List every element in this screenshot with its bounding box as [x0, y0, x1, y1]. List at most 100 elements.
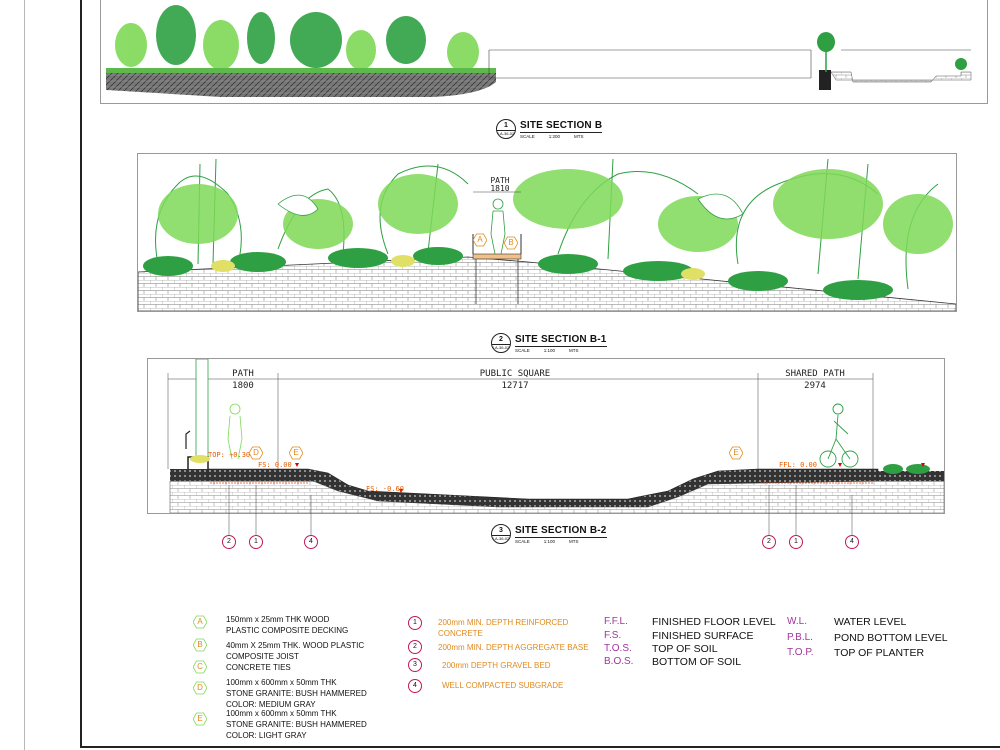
site-section-b2-drawing: [167, 359, 944, 513]
legend-key-label: E: [197, 714, 203, 723]
abbr-top: T.O.P.: [787, 647, 814, 658]
level-fs-path: FS: 0.00: [258, 461, 292, 469]
section-bubble: 1 LA-36-02: [496, 119, 516, 139]
layer-callout: 2: [222, 535, 236, 549]
level-top-planter: TOP: +0.30: [208, 451, 251, 459]
shrubs: [143, 247, 893, 300]
legend-layer-key: 2: [408, 640, 422, 654]
b1-marker-a-label: A: [477, 235, 483, 244]
section-name: SITE SECTION B-1: [515, 333, 607, 347]
b2-marker-d-label: D: [253, 448, 259, 457]
legend-key-d: D: [193, 681, 207, 695]
legend-line: 100mm x 600mm x 50mm THK: [226, 709, 337, 718]
abbr-wl: W.L.: [787, 616, 808, 627]
yellow-shrubs: [211, 255, 705, 280]
level-ffl-shared: FFL: 0.00: [779, 461, 817, 469]
section-ref: LA-36-02: [492, 535, 510, 541]
b1-marker-a: A: [473, 233, 487, 247]
abbr-tos-def: TOP OF SOIL: [652, 643, 718, 655]
legend-key-c: C: [193, 660, 207, 674]
legend-key-label: B: [197, 640, 203, 649]
layer-callout: 4: [304, 535, 318, 549]
drawing-border-left: [80, 0, 82, 748]
section-ref: LA-36-02: [492, 344, 510, 350]
b2-dim-value-square: 12717: [501, 381, 529, 391]
legend-text-d: 100mm x 600mm x 50mm THK STONE GRANITE: …: [226, 677, 367, 710]
legend-line: CONCRETE: [438, 629, 483, 638]
section-number: 2: [499, 336, 503, 343]
section-bubble: 2 LA-36-02: [491, 333, 511, 353]
scale-units: MTS: [569, 347, 579, 353]
abbr-pbl-def: POND BOTTOM LEVEL: [834, 632, 948, 644]
abbr-ffl-def: FINISHED FLOOR LEVEL: [652, 616, 776, 628]
legend-layer-text-4: WELL COMPACTED SUBGRADE: [442, 680, 563, 691]
abbr-pbl: P.B.L.: [787, 632, 813, 643]
abbr-fs: F.S.: [604, 630, 622, 641]
site-section-b-drawing: [106, 5, 972, 97]
legend-key-label: C: [197, 662, 203, 671]
section-number: 1: [504, 122, 508, 129]
legend-line: 200mm MIN. DEPTH REINFORCED: [438, 618, 569, 627]
person-figure: [490, 198, 506, 255]
section-name: SITE SECTION B-2: [515, 524, 607, 538]
legend-line: STONE GRANITE: BUSH HAMMERED: [226, 689, 367, 698]
b1-path-dim: 1810: [490, 184, 510, 193]
legend-text-a: 150mm x 25mm THK WOOD PLASTIC COMPOSITE …: [226, 614, 348, 636]
site-section-b-frame: [100, 0, 988, 104]
legend-layer-key: 1: [408, 616, 422, 630]
section-number: 3: [499, 527, 503, 534]
rocks: [277, 193, 744, 220]
legend-line: CONCRETE TIES: [226, 663, 291, 672]
b2-marker-e-right-label: E: [733, 448, 739, 457]
b2-dim-value-path: 1800: [232, 381, 254, 391]
legend-line: 100mm x 600mm x 50mm THK: [226, 678, 337, 687]
legend-line: COMPOSITE JOIST: [226, 652, 299, 661]
scale-label: SCALE: [515, 347, 530, 353]
section-name: SITE SECTION B: [520, 119, 603, 133]
person-figure-left: [227, 403, 243, 460]
b2-dim-label-shared: SHARED PATH: [785, 369, 845, 379]
layer-callout: 1: [789, 535, 803, 549]
legend-line: COLOR: LIGHT GRAY: [226, 731, 307, 740]
legend-key-label: A: [197, 617, 203, 626]
abbr-tos: T.O.S.: [604, 643, 632, 654]
legend-key-b: B: [193, 638, 207, 652]
b2-marker-e-right: E: [729, 446, 743, 460]
site-section-b2-frame: [147, 358, 945, 514]
b2-dim-label-square: PUBLIC SQUARE: [479, 369, 551, 379]
section-title-b2: 3 LA-36-02 SITE SECTION B-2 SCALE 1:100 …: [491, 524, 607, 544]
b2-marker-e-left-label: E: [293, 448, 299, 457]
scale-value: 1:100: [543, 538, 556, 544]
site-section-b1-drawing: [138, 158, 956, 311]
abbr-wl-def: WATER LEVEL: [834, 616, 907, 628]
abbr-ffl: F.F.L.: [604, 616, 628, 627]
b2-dim-value-shared: 2974: [804, 381, 826, 391]
b1-path-label: PATH: [490, 176, 510, 185]
legend-line: PLASTIC COMPOSITE DECKING: [226, 626, 349, 635]
scale-units: MTS: [574, 133, 584, 139]
legend-layer-text-3: 200mm DEPTH GRAVEL BED: [442, 660, 550, 671]
legend-line: WELL COMPACTED SUBGRADE: [442, 681, 564, 690]
scale-value: 1:100: [543, 347, 556, 353]
scale-label: SCALE: [520, 133, 535, 139]
legend-layer-text-1: 200mm MIN. DEPTH REINFORCED CONCRETE: [438, 617, 568, 639]
layer-callout: 1: [249, 535, 263, 549]
abbr-top-def: TOP OF PLANTER: [834, 647, 925, 659]
level-fs-basin: FS: -0.60: [366, 485, 404, 493]
legend-text-e: 100mm x 600mm x 50mm THK STONE GRANITE: …: [226, 708, 367, 741]
abbr-fs-def: FINISHED SURFACE: [652, 630, 754, 642]
tree-group: [115, 5, 479, 72]
legend-line: 200mm MIN. DEPTH AGGREGATE BASE: [438, 643, 589, 652]
legend-line: 150mm x 25mm THK WOOD: [226, 615, 330, 624]
legend-text-b: 40mm X 25mm THK. WOOD PLASTIC COMPOSITE …: [226, 640, 364, 662]
b2-dim-label-path: PATH: [232, 369, 254, 379]
foliage: [158, 169, 953, 254]
scale-value: 1:200: [548, 133, 561, 139]
abbr-bos-def: BOTTOM OF SOIL: [652, 656, 742, 668]
legend-layer-text-2: 200mm MIN. DEPTH AGGREGATE BASE: [438, 642, 589, 653]
boardwalk-deck: [472, 253, 522, 260]
b1-marker-b: B: [504, 236, 518, 250]
legend-line: 200mm DEPTH GRAVEL BED: [442, 661, 551, 670]
legend-layer-key: 4: [408, 679, 422, 693]
section-title-b: 1 LA-36-02 SITE SECTION B SCALE 1:200 MT…: [496, 119, 603, 139]
